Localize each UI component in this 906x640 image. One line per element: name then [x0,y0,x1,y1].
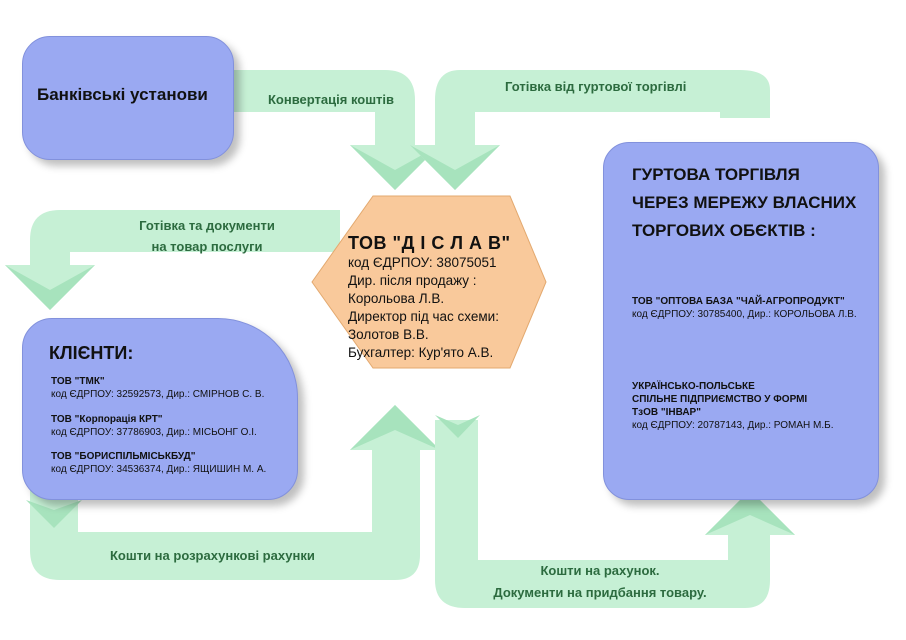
arrow-cash-from-wholesale [410,70,770,190]
arrow-funds-to-account-tail [435,415,480,438]
label-cash-docs-line1: Готівка та документи [139,218,275,233]
label-settlement: Кошти на розрахункові рахунки [110,548,315,563]
banks-box: Банківські установи [22,36,234,160]
clients-title: КЛІЄНТИ: [49,343,134,363]
wholesale-box: ГУРТОВА ТОРГІВЛЯ ЧЕРЕЗ МЕРЕЖУ ВЛАСНИХ ТО… [603,142,879,500]
label-conversion: Конвертація коштів [268,92,395,107]
center-title: ТОВ "Д І С Л А В" [348,233,511,253]
arrow-conversion-head [350,145,440,190]
arrow-settlement-head [350,405,440,450]
center-hexagon [311,195,547,369]
center-line: Корольова Л.В. [348,291,445,306]
center-line: код ЄДРПОУ: 38075051 [348,255,497,270]
banks-title: Банківські установи [37,85,208,104]
client-item: ТОВ "БОРИСПІЛЬМІСЬКБУД" код ЄДРПОУ: 3453… [51,451,267,475]
arrow-settlement [30,405,440,580]
arrow-funds-to-account [435,420,795,608]
label-funds-to-account-line2: Документи на придбання товару. [493,585,707,600]
center-line: Бухгалтер: Кур'ято А.В. [348,345,494,360]
arrow-cash-docs [5,210,340,310]
arrow-funds-to-account-head [705,490,795,535]
arrow-conversion [200,70,440,190]
arrow-cash-docs-head [5,265,95,310]
center-line: Золотов В.В. [348,327,429,342]
arrow-cash-from-wholesale-head [410,145,500,190]
center-line: Дир. після продажу : [348,273,477,288]
wholesale-title: ГУРТОВА ТОРГІВЛЯ ЧЕРЕЗ МЕРЕЖУ ВЛАСНИХ ТО… [632,165,857,240]
label-funds-to-account-line1: Кошти на рахунок. [540,563,660,578]
client-item: ТОВ "ТМК" код ЄДРПОУ: 32592573, Дир.: СМ… [51,376,265,400]
label-cash-docs-line2: на товар послуги [151,239,263,254]
client-item: ТОВ "Корпорація КРТ" код ЄДРПОУ: 3778690… [51,414,257,438]
label-cash-from-wholesale: Готівка від гуртової торгівлі [505,79,687,94]
clients-box: КЛІЄНТИ: ТОВ "ТМК" код ЄДРПОУ: 32592573,… [22,318,298,500]
center-line: Директор під час схеми: [348,309,499,324]
wholesale-item: ТОВ "ОПТОВА БАЗА "ЧАЙ-АГРОПРОДУКТ" код Є… [632,296,857,320]
wholesale-item: УКРАЇНСЬКО-ПОЛЬСЬКЕ СПІЛЬНЕ ПІДПРИЄМСТВО… [632,381,834,431]
center-company: ТОВ "Д І С Л А В" код ЄДРПОУ: 38075051 Д… [348,232,511,362]
arrow-settlement-tail [26,500,82,528]
